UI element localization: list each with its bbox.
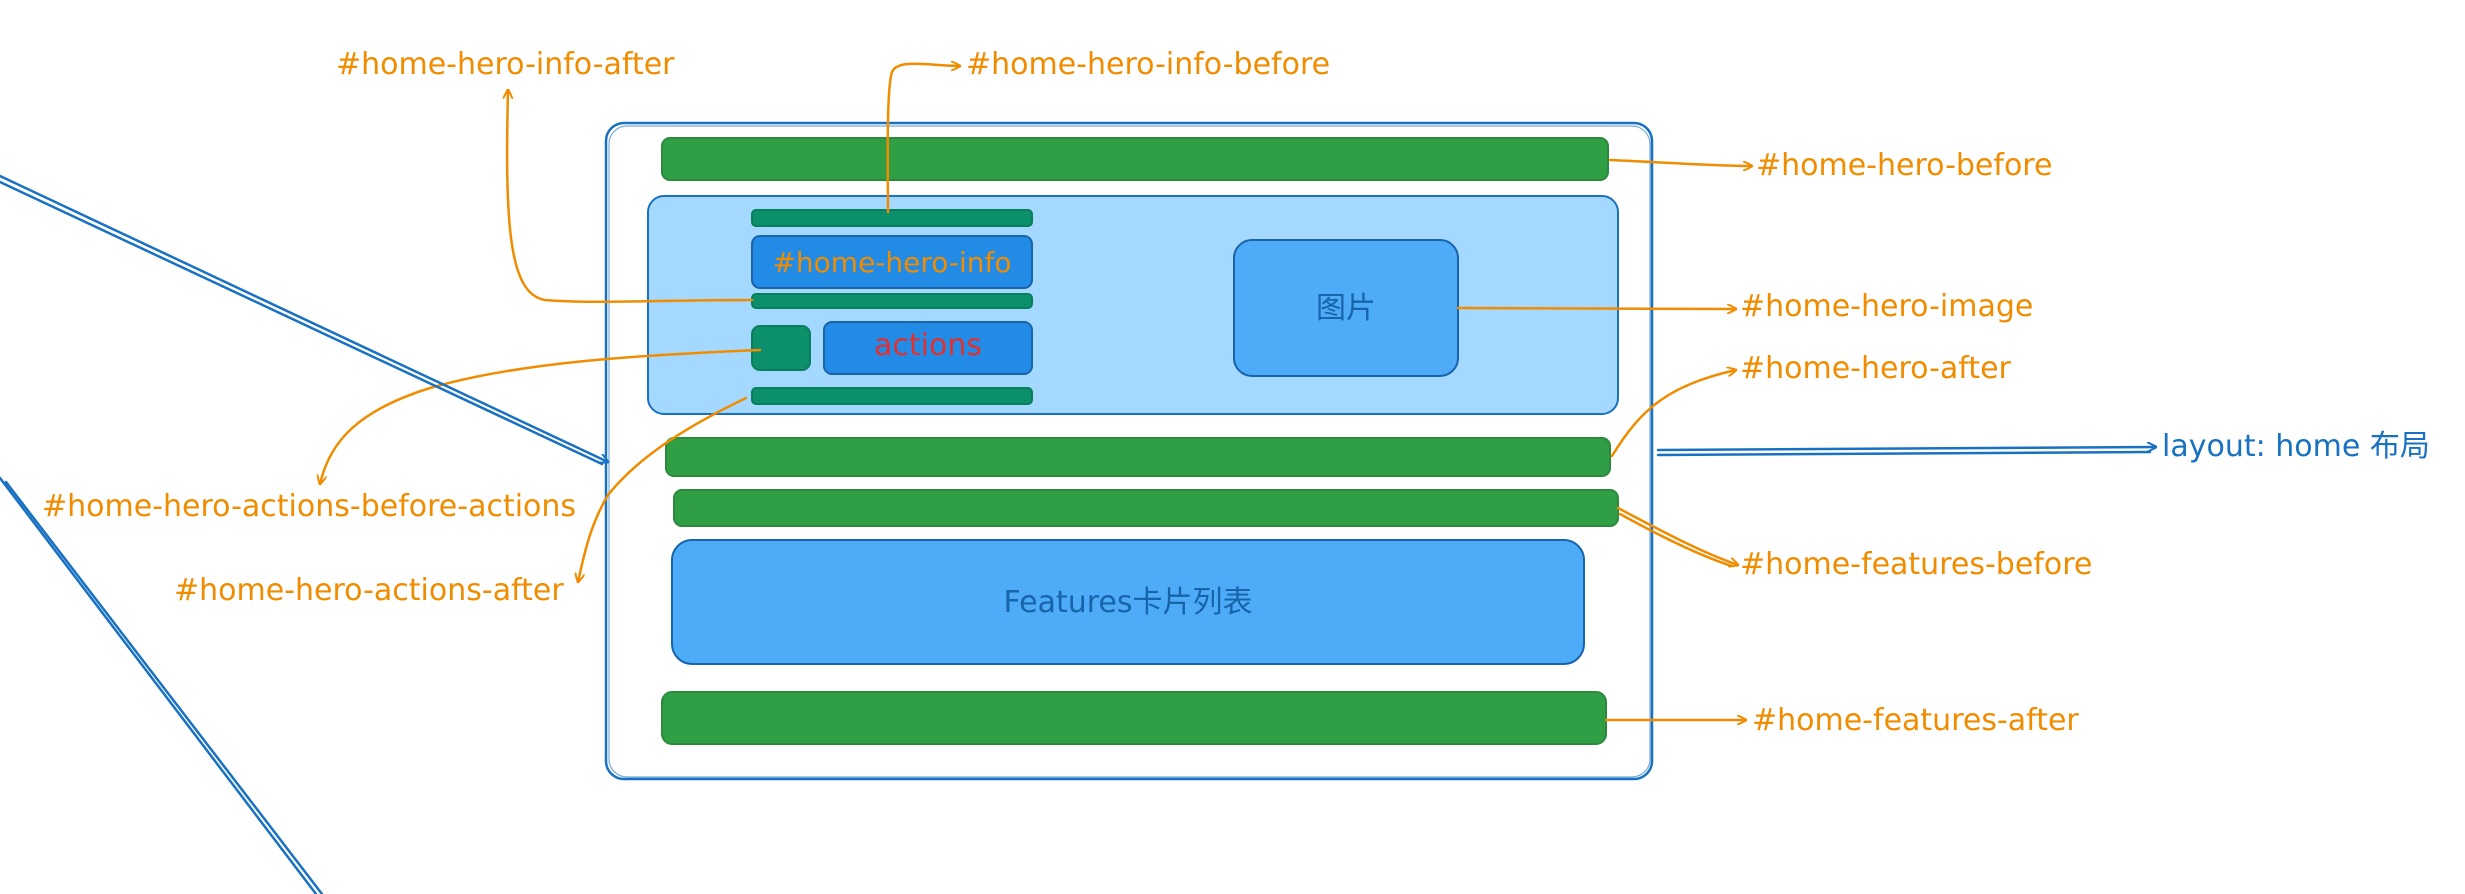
hero-image-label: 图片 xyxy=(1316,291,1376,326)
arrow-hero-info-before xyxy=(886,64,962,214)
label-hero-image: #home-hero-image xyxy=(1740,289,2033,324)
hero-actions-before-actions-box xyxy=(751,325,811,371)
hero-info-box xyxy=(751,235,1033,289)
features-card-list xyxy=(671,539,1585,665)
label-features-before: #home-features-before xyxy=(1740,547,2092,582)
hero-info-label: #home-hero-info xyxy=(772,246,1011,279)
arrow-hero-before xyxy=(1608,158,1754,166)
arrow-actions-before-actions xyxy=(320,348,762,484)
hero-actions-box xyxy=(823,321,1033,375)
arrow-layout-home xyxy=(1656,447,2158,450)
blue-diagonal-line-lower xyxy=(0,476,318,894)
blue-diagonal-line-lower-sketch xyxy=(4,480,324,894)
label-hero-before: #home-hero-before xyxy=(1756,148,2052,183)
arrow-features-before-sketch xyxy=(1618,512,1734,568)
label-layout-home: layout: home 布局 xyxy=(2162,429,2430,464)
label-actions-before-actions: #home-hero-actions-before-actions xyxy=(42,489,576,524)
label-hero-info-after: #home-hero-info-after xyxy=(336,47,675,82)
hero-before-bar xyxy=(661,137,1609,181)
arrow-hero-info-after xyxy=(507,88,754,304)
arrow-layout-home-sketch xyxy=(1656,450,2152,457)
hero-info-before-bar xyxy=(751,209,1033,227)
layout-container-sketch xyxy=(608,125,1651,778)
hero-after-bar xyxy=(665,437,1611,477)
hero-actions-label: actions xyxy=(874,328,982,363)
arrow-hero-image xyxy=(1456,308,1738,309)
features-before-bar xyxy=(673,489,1619,527)
arrow-features-before xyxy=(1616,506,1738,565)
label-hero-after: #home-hero-after xyxy=(1740,351,2012,386)
layout-container xyxy=(604,121,1654,781)
hero-info-after-bar xyxy=(751,293,1033,309)
blue-diagonal-line-upper xyxy=(0,174,608,462)
arrow-actions-after xyxy=(578,396,748,582)
blue-diagonal-line-upper-sketch xyxy=(0,180,604,466)
label-hero-info-before: #home-hero-info-before xyxy=(966,47,1330,82)
label-actions-after: #home-hero-actions-after xyxy=(174,573,564,608)
label-features-after: #home-features-after xyxy=(1752,703,2079,738)
arrow-hero-after xyxy=(1610,370,1736,458)
features-after-bar xyxy=(661,691,1607,745)
features-card-list-label: Features卡片列表 xyxy=(1004,585,1253,620)
hero-actions-after-bar xyxy=(751,387,1033,405)
